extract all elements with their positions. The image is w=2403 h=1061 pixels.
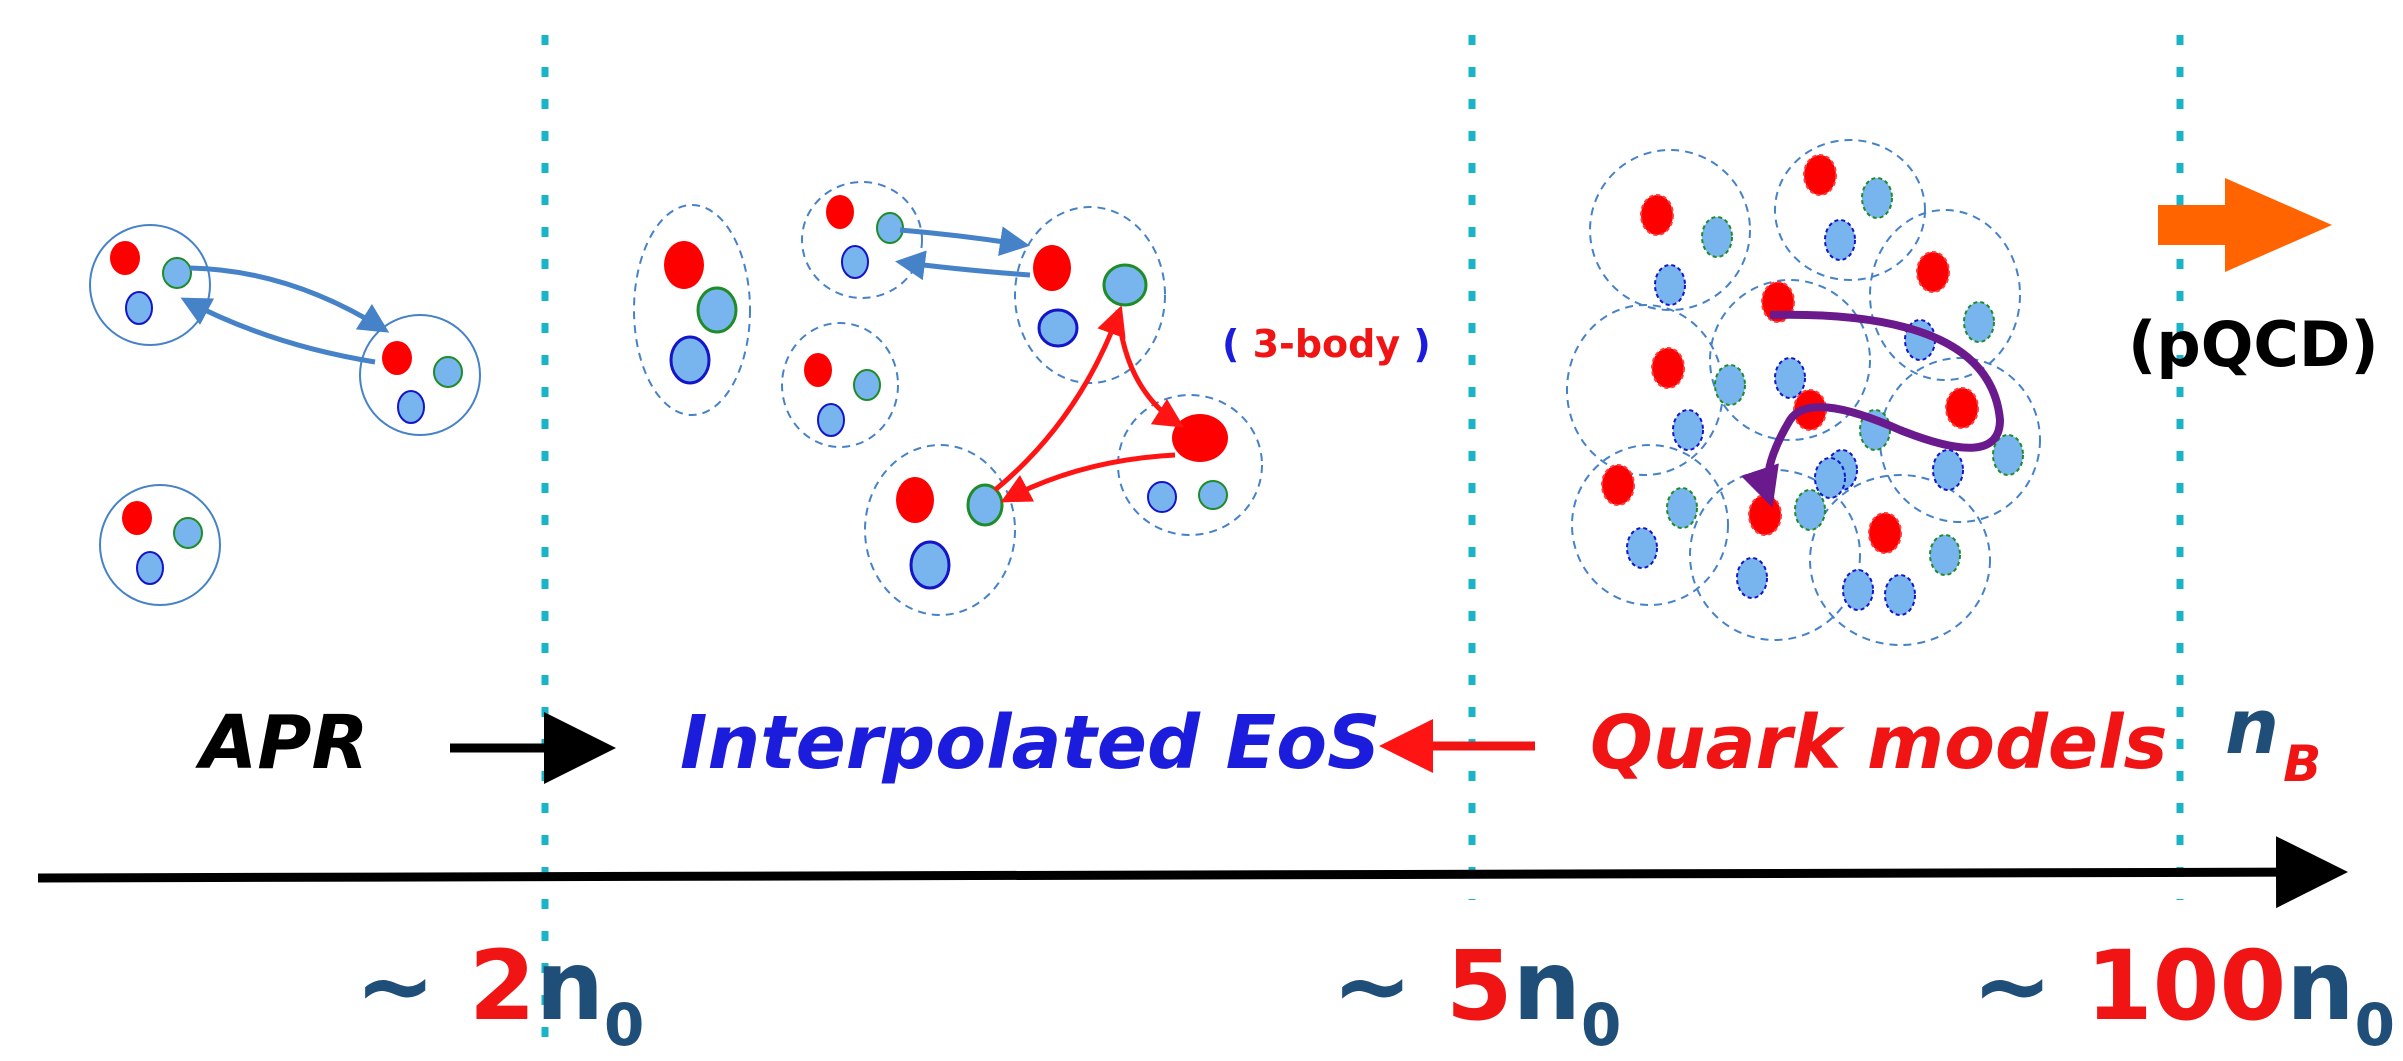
apr-nucleons bbox=[89, 224, 481, 606]
tick-number: 5 bbox=[1445, 930, 1513, 1042]
exchange-arrow bbox=[895, 250, 1031, 281]
density-axis bbox=[37, 836, 2348, 909]
three-body-arrow bbox=[993, 305, 1126, 492]
tick-subscript: 0 bbox=[2354, 991, 2395, 1059]
apr-label: APR bbox=[200, 700, 369, 786]
nucleon bbox=[99, 484, 221, 606]
axis-label-main: n bbox=[2225, 682, 2280, 771]
nucleon bbox=[864, 444, 1016, 616]
exchange-arrow bbox=[189, 265, 390, 333]
quark-models-label: Quark models bbox=[1590, 700, 2168, 786]
nucleon bbox=[781, 322, 899, 448]
tick-5n0: ~ 5n0 bbox=[1332, 930, 1621, 1059]
region-dividers bbox=[541, 35, 2184, 1040]
tick-number: 100 bbox=[2085, 930, 2287, 1042]
three-body-close-paren: ) bbox=[1413, 322, 1431, 366]
nucleon bbox=[89, 224, 211, 346]
exchange-arrow bbox=[180, 297, 376, 365]
nucleon bbox=[1117, 394, 1263, 536]
tick-n: n bbox=[1512, 930, 1581, 1042]
interpolated-nucleons bbox=[633, 181, 1263, 616]
nucleon bbox=[1014, 206, 1166, 384]
three-body-open-paren: ( bbox=[1222, 322, 1240, 366]
axis-label: nB bbox=[2225, 682, 2321, 793]
three-body-annotation: ( 3-body ) bbox=[1222, 322, 1431, 366]
tick-prefix: ~ bbox=[355, 930, 469, 1042]
tick-number: 2 bbox=[468, 930, 536, 1042]
tick-n: n bbox=[535, 930, 604, 1042]
tick-2n0: ~ 2n0 bbox=[355, 930, 644, 1059]
pqcd-arrow bbox=[2158, 178, 2332, 272]
three-body-arrow bbox=[1000, 452, 1176, 503]
tick-prefix: ~ bbox=[1332, 930, 1446, 1042]
nucleon bbox=[359, 314, 481, 436]
three-body-text: 3-body bbox=[1239, 322, 1414, 366]
three-body-arrow bbox=[1115, 309, 1185, 428]
nucleon bbox=[801, 181, 923, 299]
tick-prefix: ~ bbox=[1972, 930, 2086, 1042]
tick-subscript: 0 bbox=[1581, 991, 1622, 1059]
exchange-arrow bbox=[899, 226, 1030, 257]
quarks bbox=[1601, 154, 2024, 616]
tick-subscript: 0 bbox=[604, 991, 645, 1059]
quark-matter bbox=[1566, 139, 2041, 646]
pqcd-label: (pQCD) bbox=[2128, 308, 2379, 381]
tick-100n0: ~ 100n0 bbox=[1972, 930, 2395, 1059]
quark-path-arrow bbox=[1740, 310, 2005, 508]
nucleon bbox=[633, 204, 751, 416]
tick-n: n bbox=[2286, 930, 2355, 1042]
axis-label-subscript: B bbox=[2283, 735, 2322, 793]
interpolated-eos-label: Interpolated EoS bbox=[680, 700, 1381, 786]
